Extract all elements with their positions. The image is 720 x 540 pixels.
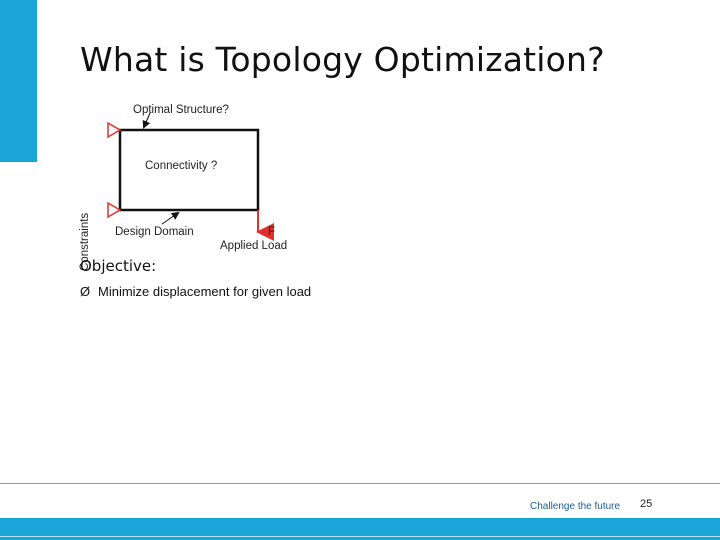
- left-accent-bar: [0, 0, 37, 162]
- design-domain-box: [118, 128, 260, 212]
- topology-diagram: Optimal Structure? Connectivity ? Design…: [78, 100, 318, 271]
- objective-bullet: Ø Minimize displacement for given load: [80, 283, 340, 301]
- footer-tagline: Challenge the future: [530, 501, 621, 512]
- objective-heading: Objective:: [80, 257, 157, 275]
- bullet-arrow-icon: Ø: [80, 284, 91, 299]
- support-top-icon: [107, 121, 122, 139]
- footer-divider: [0, 483, 720, 484]
- optimal-pointer: [142, 112, 151, 129]
- force-label: F: [268, 226, 276, 238]
- support-bottom-icon: [107, 201, 122, 219]
- bottom-accent-bar: [0, 518, 720, 540]
- slide-title: What is Topology Optimization?: [80, 40, 605, 79]
- diagram-canvas: [107, 112, 274, 241]
- bottom-bar-stripe: [0, 536, 720, 537]
- applied-load-label: Applied Load: [220, 240, 288, 252]
- bullet-text: Minimize displacement for given load: [98, 284, 312, 299]
- connectivity-label: Connectivity ?: [145, 160, 218, 172]
- domain-pointer: [161, 211, 180, 225]
- optimal-structure-label: Optimal Structure?: [133, 104, 229, 116]
- design-domain-label: Design Domain: [115, 226, 194, 238]
- page-number: 25: [640, 498, 653, 510]
